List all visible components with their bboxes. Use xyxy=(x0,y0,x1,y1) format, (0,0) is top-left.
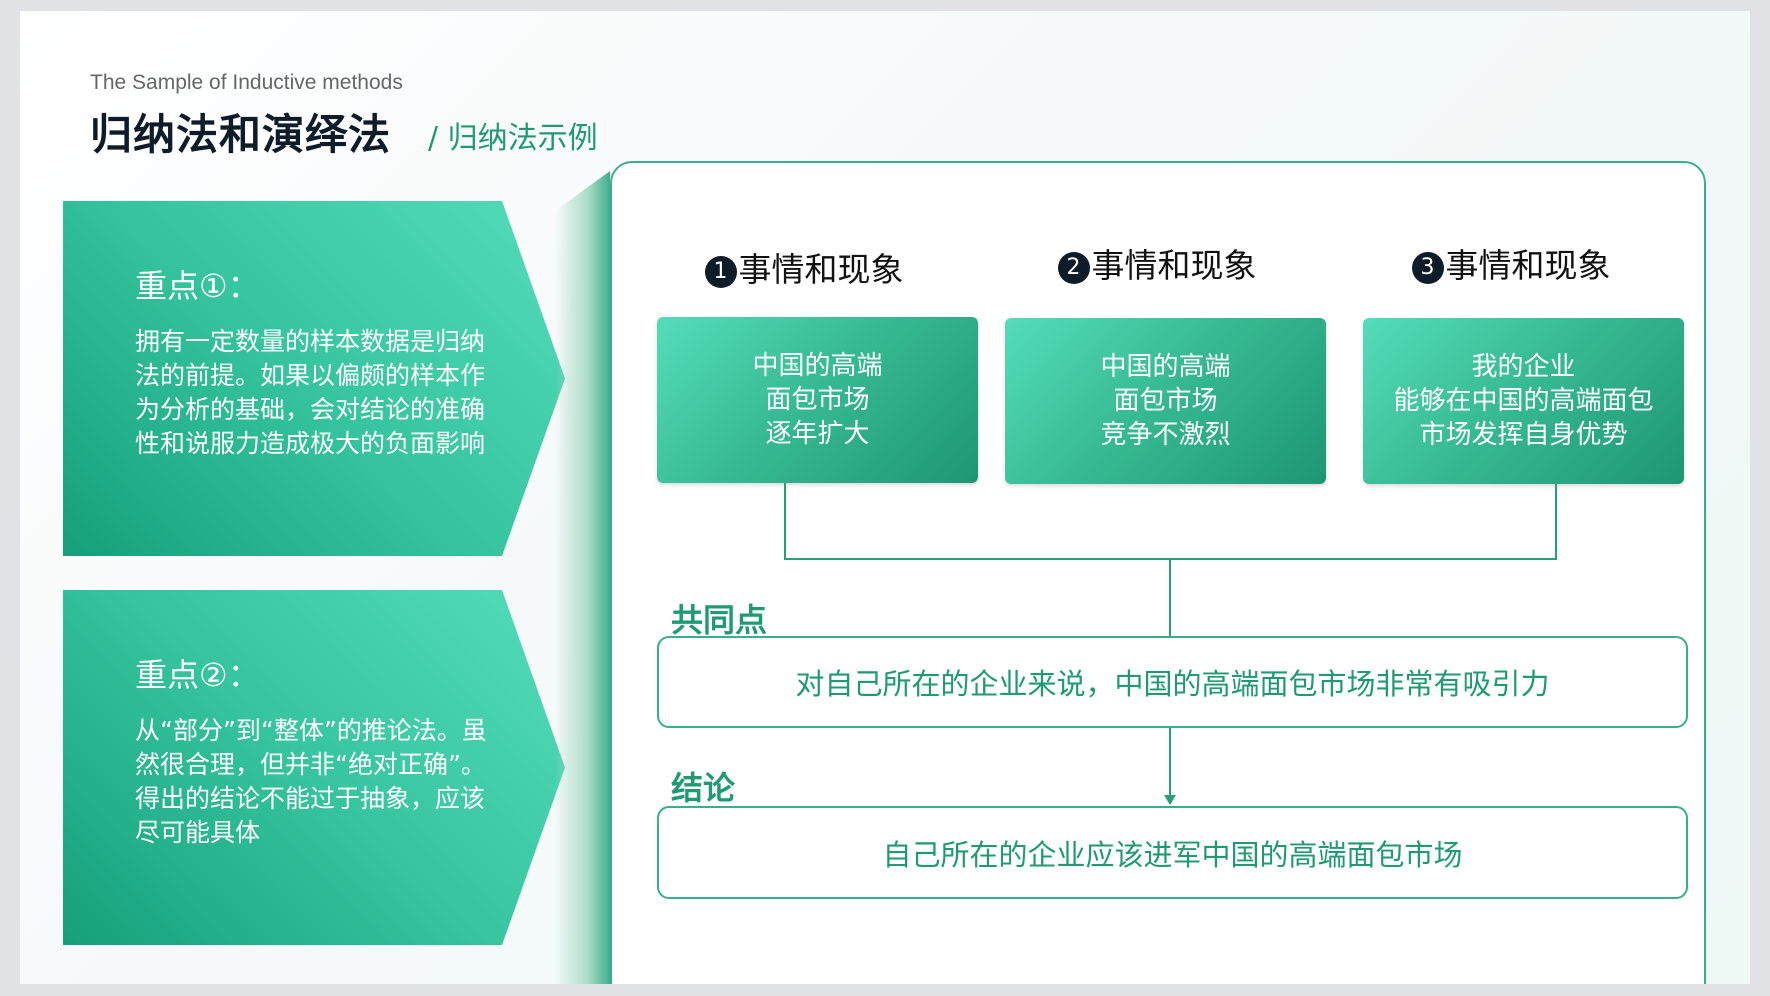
slide: The Sample of Inductive methods 归纳法和演绎法 … xyxy=(20,11,1750,984)
common-text: 对自己所在的企业来说，中国的高端面包市场非常有吸引力 xyxy=(795,667,1550,701)
fact-heading-text: 事情和现象 xyxy=(1445,246,1611,285)
fact-line: 能够在中国的高端面包 xyxy=(1393,386,1654,416)
number-badge-icon: 2 xyxy=(1057,251,1090,284)
key-point-text: 从“部分”到“整体”的推论法。虽然很合理，但并非“绝对正确”。得出的结论不能过于… xyxy=(135,716,487,847)
conclusion-label: 结论 xyxy=(671,769,736,807)
connector-line xyxy=(1169,558,1171,636)
conclusion-box: 自己所在的企业应该进军中国的高端面包市场 xyxy=(657,806,1688,899)
fact-heading-text: 事情和现象 xyxy=(1091,246,1257,285)
conclusion-text: 自己所在的企业应该进军中国的高端面包市场 xyxy=(882,837,1463,872)
fact-line: 面包市场 xyxy=(1113,386,1218,416)
card-fold-shadow xyxy=(555,171,610,984)
fact-line: 市场发挥自身优势 xyxy=(1419,420,1628,450)
fact-box-1: 中国的高端面包市场逐年扩大 xyxy=(657,317,978,483)
number-badge-icon: 1 xyxy=(704,255,737,288)
fact-line: 中国的高端 xyxy=(1100,352,1231,382)
fact-line: 面包市场 xyxy=(765,385,870,415)
number-badge-icon: 3 xyxy=(1411,251,1444,284)
page-title: 归纳法和演绎法 xyxy=(90,110,392,159)
fact-line: 竞争不激烈 xyxy=(1100,420,1231,450)
connector-line xyxy=(1555,484,1557,560)
page-subtitle: The Sample of Inductive methods xyxy=(90,71,403,94)
section-title: / 归纳法示例 xyxy=(428,121,598,156)
common-box: 对自己所在的企业来说，中国的高端面包市场非常有吸引力 xyxy=(657,636,1688,728)
fact-heading-text: 事情和现象 xyxy=(738,250,904,289)
connector-line xyxy=(784,483,786,560)
key-point-1: 重点①： 拥有一定数量的样本数据是归纳法的前提。如果以偏颇的样本作为分析的基础，… xyxy=(63,201,565,556)
fact-box-2: 中国的高端面包市场竞争不激烈 xyxy=(1005,318,1326,484)
fact-line: 逐年扩大 xyxy=(765,419,870,449)
arrow-line xyxy=(1169,728,1171,798)
fact-box-3: 我的企业能够在中国的高端面包市场发挥自身优势 xyxy=(1363,318,1684,484)
fact-line: 我的企业 xyxy=(1471,352,1576,382)
key-point-title: 重点①： xyxy=(135,267,260,305)
key-point-text: 拥有一定数量的样本数据是归纳法的前提。如果以偏颇的样本作为分析的基础，会对结论的… xyxy=(135,327,486,458)
common-label: 共同点 xyxy=(671,601,768,639)
arrow-down-icon xyxy=(1164,795,1176,805)
key-point-title: 重点②： xyxy=(135,656,260,694)
fact-line: 中国的高端 xyxy=(752,351,883,381)
key-point-2: 重点②： 从“部分”到“整体”的推论法。虽然很合理，但并非“绝对正确”。得出的结… xyxy=(63,590,565,945)
